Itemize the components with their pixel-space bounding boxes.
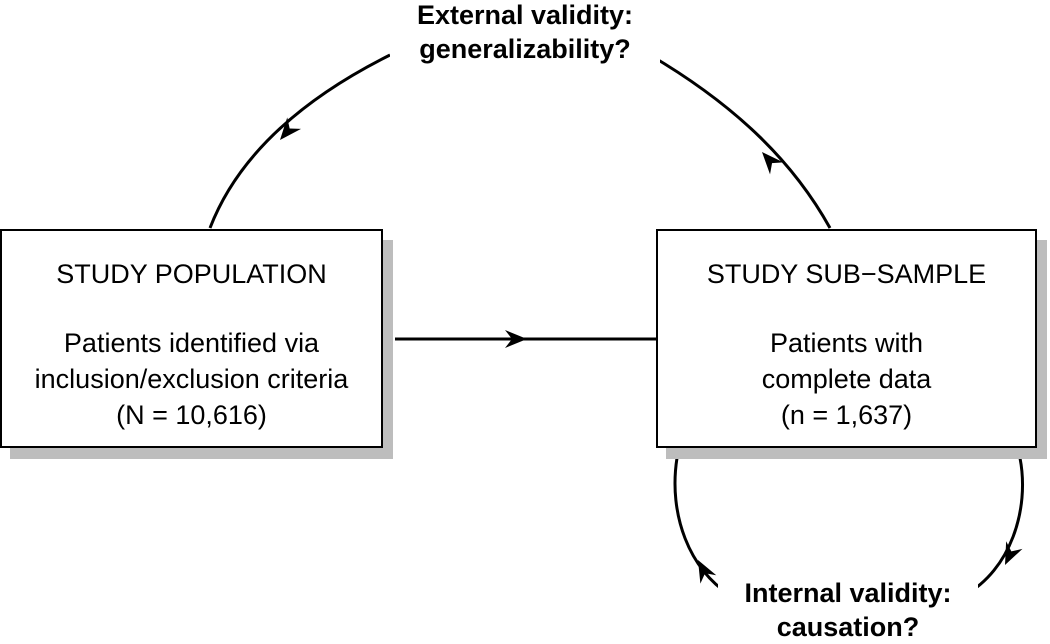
population-title: STUDY POPULATION [56,259,327,289]
population-line-2: inclusion/exclusion criteria [34,364,349,394]
internal-validity-question: causation? [776,612,920,642]
study-subsample-box: STUDY SUB−SAMPLE Patients with complete … [656,229,1037,448]
subsample-line-2: complete data [761,364,932,394]
arrowhead-internal-left [698,560,717,584]
arrowhead-internal-right [1005,541,1023,565]
internal-validity-arc-left [673,457,731,597]
internal-validity-heading: Internal validity: [744,578,952,608]
subsample-line-1: Patients with [769,328,924,358]
subsample-title: STUDY SUB−SAMPLE [706,259,987,289]
external-validity-question: generalizability? [419,34,631,64]
external-validity-heading: External validity: [416,0,634,30]
population-count: (N = 10,616) [116,400,267,430]
external-validity-arc-right [649,53,832,229]
study-population-box: STUDY POPULATION Patients identified via… [0,229,383,448]
arrowhead-external-right [762,152,784,175]
population-line-1: Patients identified via [63,328,320,358]
external-validity-arc-left [208,53,391,229]
subsample-count: (n = 1,637) [780,400,913,430]
arrowhead-horizontal [505,330,527,348]
external-validity-label: External validity: generalizability? [390,0,660,66]
internal-validity-label: Internal validity: causation? [718,576,978,644]
internal-validity-arc-right [964,457,1025,597]
arrowhead-external-left [280,117,302,140]
